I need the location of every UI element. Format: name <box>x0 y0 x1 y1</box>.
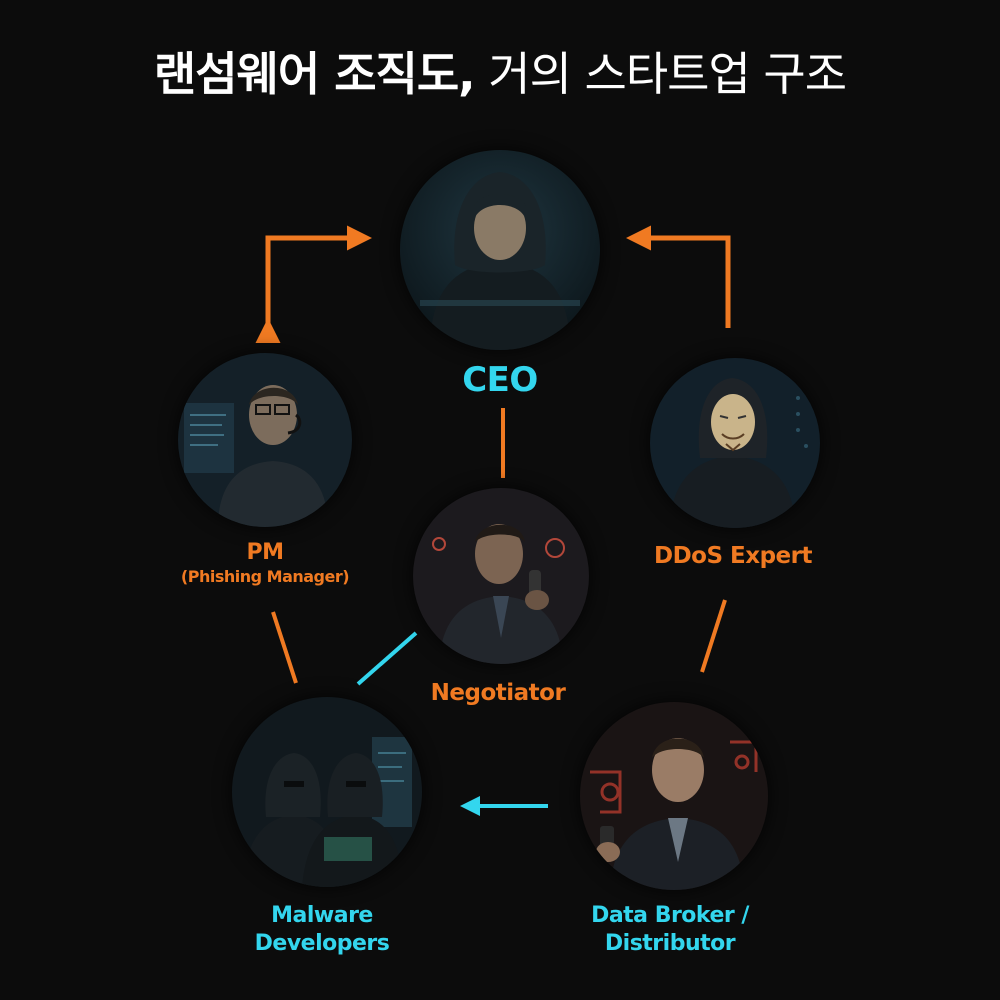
suit-with-phone-icon <box>580 702 768 890</box>
pm-sublabel: (Phishing Manager) <box>180 567 350 586</box>
negotiator-malware-line <box>356 631 418 686</box>
masked-figure-icon <box>650 358 820 528</box>
hooded-figure-icon <box>400 150 600 350</box>
headset-operator-icon <box>178 353 352 527</box>
malware-node <box>232 697 422 887</box>
pm-ceo-arrow <box>255 225 372 343</box>
broker-node <box>580 702 768 890</box>
malware-label-line1: Malware <box>271 903 373 928</box>
ceo-label: CEO <box>462 360 538 400</box>
broker-label-line2: Distributor <box>604 931 736 956</box>
ddos-label: DDoS Expert <box>653 543 813 569</box>
pm-label: PM <box>246 540 284 565</box>
ddos-ceo-arrow <box>626 225 731 328</box>
ddos-broker-line <box>700 599 727 673</box>
title-light: 거의 스타트업 구조 <box>474 47 847 101</box>
phone-caller-icon <box>413 488 589 664</box>
negotiator-node <box>413 488 589 664</box>
page-title: 랜섬웨어 조직도, 거의 스타트업 구조 <box>0 38 1000 104</box>
pm-malware-line <box>271 611 298 684</box>
pm-node <box>178 353 352 527</box>
negotiator-label: Negotiator <box>430 680 566 706</box>
ddos-node <box>650 358 820 528</box>
broker-label-line1: Data Broker / <box>591 903 749 928</box>
malware-label-line2: Developers <box>254 931 390 956</box>
ceo-node <box>400 150 600 350</box>
hooded-group-icon <box>232 697 422 887</box>
title-bold: 랜섬웨어 조직도, <box>153 47 476 101</box>
